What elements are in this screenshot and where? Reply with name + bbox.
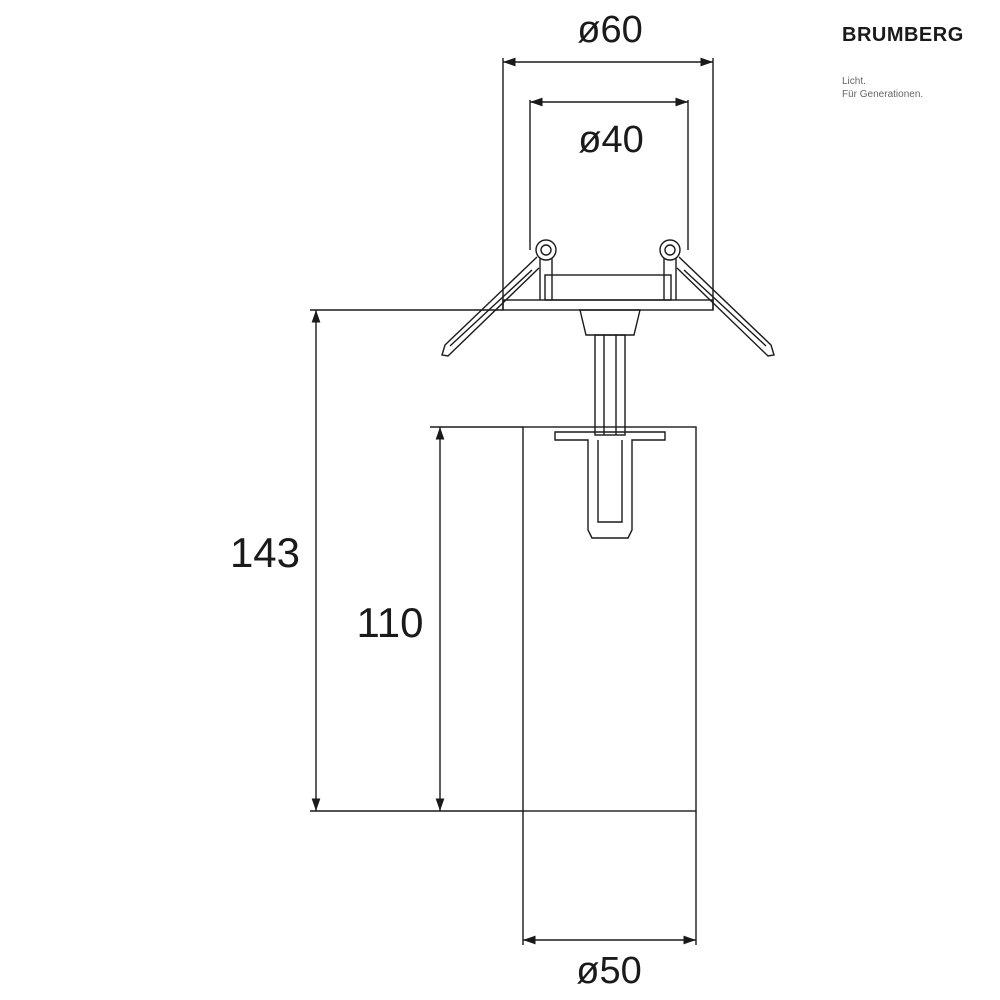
label-total-height: 143 bbox=[230, 529, 300, 576]
label-body-diameter: ø50 bbox=[576, 950, 641, 992]
label-outer-diameter: ø60 bbox=[577, 9, 642, 51]
left-spring-clip bbox=[441, 239, 557, 357]
brand-tagline-line-2: Für Generationen. bbox=[842, 89, 924, 100]
brand-tagline-line-1: Licht. bbox=[842, 76, 866, 87]
brand-tagline: Licht. Für Generationen. bbox=[842, 75, 982, 101]
label-body-height: 110 bbox=[357, 599, 424, 646]
height-extension-lines bbox=[310, 309, 523, 812]
cylinder-body bbox=[522, 426, 697, 945]
label-inner-diameter: ø40 bbox=[578, 119, 643, 161]
brand-name: BRUMBERG bbox=[842, 24, 964, 46]
brand-logo: BRUMBERG Licht. Für Generationen. bbox=[842, 24, 982, 101]
swivel-stem bbox=[579, 309, 641, 436]
right-spring-clip bbox=[659, 239, 775, 357]
